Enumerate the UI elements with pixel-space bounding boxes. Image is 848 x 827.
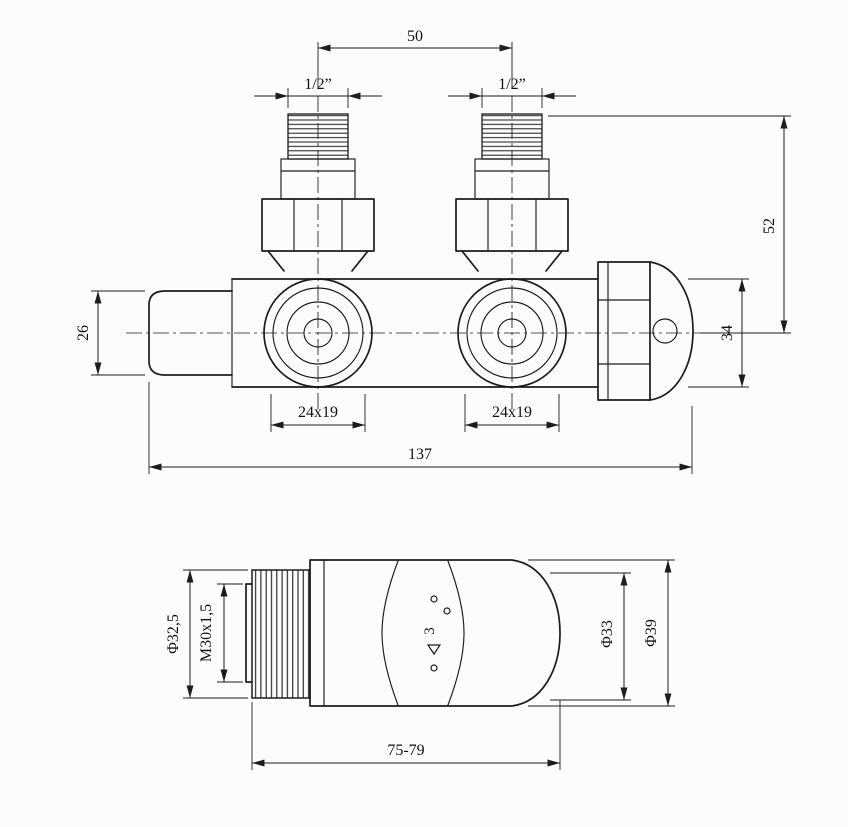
dim-length-range: 75-79 xyxy=(387,742,424,759)
dim-half-inch-left-group: 1/2” xyxy=(254,76,382,108)
setting-pointer-icon xyxy=(426,644,442,656)
dim-thread-spec: M30x1,5 xyxy=(198,604,215,662)
scale-dot xyxy=(443,607,451,615)
valve-front-view: 50 1/2” 1/2” 52 xyxy=(75,28,791,474)
left-thread xyxy=(287,113,349,160)
thermostatic-head-view: 3 Φ32,5 M30x1,5 Φ33 Φ xyxy=(165,559,675,770)
right-pipe-connection xyxy=(455,113,569,272)
left-end-cap xyxy=(148,290,233,376)
dim-cap-height: 34 xyxy=(719,325,736,341)
dim-collar-diameter: Φ32,5 xyxy=(165,614,182,654)
centerlines xyxy=(126,96,714,412)
dim-thread-right: 1/2” xyxy=(498,76,526,93)
scale-dot xyxy=(430,664,438,672)
valve-body xyxy=(148,261,694,401)
cap-port-circle xyxy=(652,318,678,344)
left-pipe-connection xyxy=(261,113,375,272)
scale-dot xyxy=(430,595,438,603)
dim-union-right: 24x19 xyxy=(492,404,532,421)
head-collar xyxy=(245,569,311,699)
dim-phi325-group: Φ32,5 xyxy=(165,569,248,699)
dim-pipe-spacing: 50 xyxy=(407,28,423,45)
dim-overall-length: 137 xyxy=(408,446,432,463)
dim-75-79-group: 75-79 xyxy=(251,700,561,770)
collar-ribs xyxy=(251,569,311,699)
right-hex-nut xyxy=(455,198,569,252)
head-setting-label: 3 xyxy=(422,627,438,635)
dim-max-diameter: Φ39 xyxy=(643,619,660,647)
right-end-cap xyxy=(597,261,694,401)
dim-half-inch-right-group: 1/2” xyxy=(448,76,576,108)
right-thread xyxy=(481,113,543,160)
dim-left-port-height: 26 xyxy=(75,325,92,341)
dim-body-diameter: Φ33 xyxy=(599,620,616,648)
dim-union-left: 24x19 xyxy=(298,404,338,421)
dim-26-group: 26 xyxy=(75,290,145,376)
dim-50-group: 50 xyxy=(317,28,513,88)
dim-52-group: 52 xyxy=(548,115,791,334)
right-valve-boss xyxy=(457,278,567,388)
head-body: 3 xyxy=(309,559,561,707)
window-curve-right xyxy=(447,560,465,706)
dim-height-to-axis: 52 xyxy=(761,218,778,234)
window-curve-left xyxy=(381,560,399,706)
dim-thread-left: 1/2” xyxy=(304,76,332,93)
dim-phi39-group: Φ39 xyxy=(528,559,675,707)
left-hex-nut xyxy=(261,198,375,252)
dim-34-group: 34 xyxy=(688,278,749,388)
left-valve-boss xyxy=(263,278,373,388)
dim-24x19-left-group: 24x19 xyxy=(270,394,366,432)
dim-137-group: 137 xyxy=(148,382,693,474)
dim-phi33-group: Φ33 xyxy=(550,572,631,701)
dim-m30-group: M30x1,5 xyxy=(198,583,243,683)
dim-24x19-right-group: 24x19 xyxy=(464,394,560,432)
